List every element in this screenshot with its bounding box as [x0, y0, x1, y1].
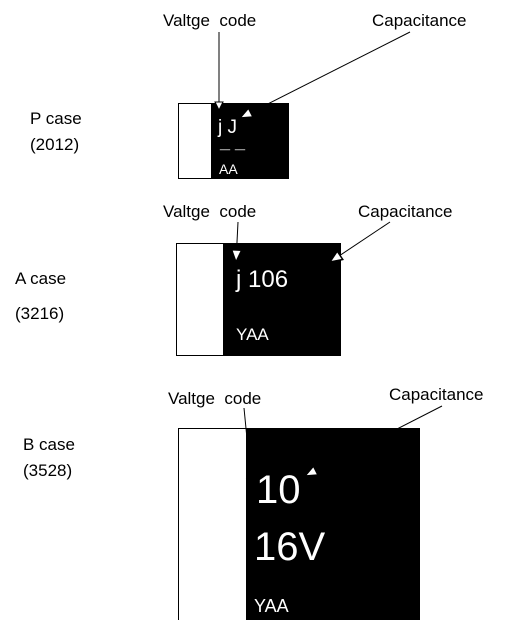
- p-marking-line2: _ _: [220, 132, 246, 152]
- b-case-body: [246, 428, 420, 620]
- p-capacitance-label: Capacitance: [372, 11, 467, 30]
- a-case-size: (3216): [15, 304, 65, 323]
- b-marking-line2: 16V: [254, 525, 326, 569]
- b-voltage-code-label: Valtge code: [168, 389, 262, 408]
- a-voltage-arrow: [236, 221, 238, 262]
- p-capacitance-arrow: [240, 31, 411, 118]
- a-marking-line2: YAA: [236, 325, 269, 344]
- p-case-electrode: [178, 103, 212, 179]
- p-voltage-code-label: Valtge code: [163, 11, 257, 30]
- a-capacitance-arrow: [330, 221, 391, 262]
- a-capacitance-label: Capacitance: [358, 202, 453, 221]
- p-marking-line3: AA: [219, 161, 238, 177]
- b-capacitance-arrow: [305, 405, 443, 476]
- b-voltage-arrow: [243, 407, 256, 491]
- p-case-size: (2012): [30, 135, 80, 154]
- a-case-electrode: [176, 243, 224, 356]
- b-case-electrode: [178, 428, 247, 620]
- b-case-size: (3528): [23, 461, 73, 480]
- p-case-label: P case: [30, 109, 82, 128]
- b-capacitance-label: Capacitance: [389, 385, 484, 404]
- b-case-label: B case: [23, 435, 75, 454]
- b-marking-line1: 10: [256, 468, 301, 512]
- a-case-label: A case: [15, 269, 67, 288]
- b-marking-line3: YAA: [254, 596, 289, 616]
- p-marking-line1: j J: [218, 117, 237, 138]
- a-marking-line1: j 106: [236, 266, 289, 293]
- a-case-body: [223, 243, 341, 356]
- a-voltage-code-label: Valtge code: [163, 202, 257, 221]
